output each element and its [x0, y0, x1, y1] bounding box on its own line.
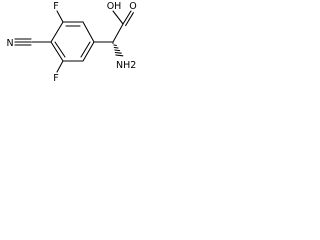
nitrile-nitrogen-label: N [6, 38, 13, 49]
bond-c2-fluorine [56, 10, 64, 23]
ring-bond-c1-c2 [50, 21, 64, 43]
ring-double-bond-c4-c5 [80, 41, 91, 58]
ring-bond-c4-c5 [82, 41, 95, 62]
amino-group-label: NH2 [116, 60, 136, 71]
wedge-hash-6 [115, 54, 124, 57]
bond-c6-fluorine [56, 60, 64, 73]
carbonyl-oxygen-label: O [129, 1, 136, 12]
wedge-hash-3 [113, 46, 119, 49]
fluorine-bottom-label: F [53, 73, 58, 83]
wedge-hash-5 [114, 51, 122, 54]
nitrile-group [14, 38, 52, 46]
ring-bond-c6-c1 [50, 41, 64, 62]
ring-double-bond-c6-c1 [54, 41, 66, 58]
bond-carbonyl-line-2 [125, 12, 134, 27]
benzene-ring [50, 21, 95, 62]
wedge-hash-4 [114, 49, 121, 52]
bond-carboxyl-hydroxyl [112, 10, 124, 25]
chemical-structure-diagram: F F N OH O NH2 [6, 1, 136, 83]
fluorine-top-label: F [53, 1, 58, 12]
bond-carbonyl-line-1 [122, 10, 132, 25]
ring-bond-c3-c4 [82, 21, 95, 43]
hydroxyl-label: OH [107, 1, 122, 12]
hashed-wedge-bond [112, 42, 124, 57]
bond-alpha-carboxyl-carbon [112, 23, 124, 43]
